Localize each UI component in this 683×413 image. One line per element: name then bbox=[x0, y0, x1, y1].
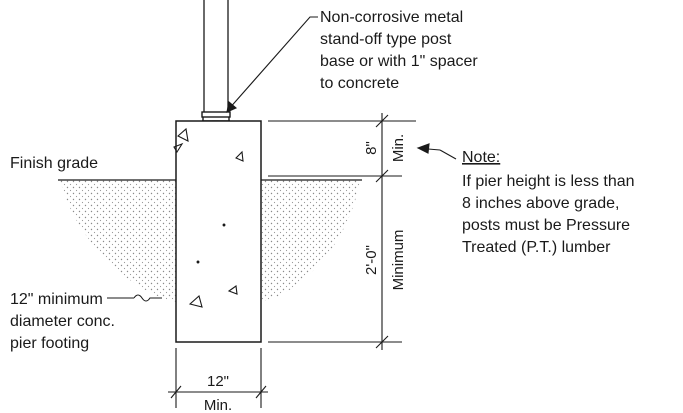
soil-left bbox=[60, 180, 176, 302]
depth-dimension-label: 2'-0" bbox=[363, 245, 380, 275]
note-text: If pier height is less than 8 inches abo… bbox=[462, 173, 639, 256]
note-title: Note: bbox=[462, 149, 500, 166]
width-dimension-label: 12" bbox=[207, 373, 229, 390]
concrete-pier bbox=[175, 120, 262, 343]
pier-callout: 12" minimum diameter conc. pier footing bbox=[10, 291, 119, 352]
height-dimension bbox=[268, 113, 416, 350]
aggregate-icon bbox=[173, 127, 244, 308]
post-base-callout: Non-corrosive metal stand-off type post … bbox=[320, 9, 482, 92]
wood-post bbox=[203, 0, 229, 112]
finish-grade-label: Finish grade bbox=[10, 155, 98, 172]
pier-leader bbox=[107, 294, 162, 302]
note-leader bbox=[416, 143, 457, 160]
above-grade-dimension-label: 8" bbox=[363, 141, 380, 155]
width-dimension-qualifier: Min. bbox=[204, 397, 232, 413]
soil-right bbox=[261, 180, 360, 302]
width-dimension bbox=[168, 348, 268, 408]
depth-dimension-qualifier: Minimum bbox=[390, 230, 407, 291]
above-grade-dimension-qualifier: Min. bbox=[390, 134, 407, 162]
post-base-leader bbox=[226, 16, 318, 113]
